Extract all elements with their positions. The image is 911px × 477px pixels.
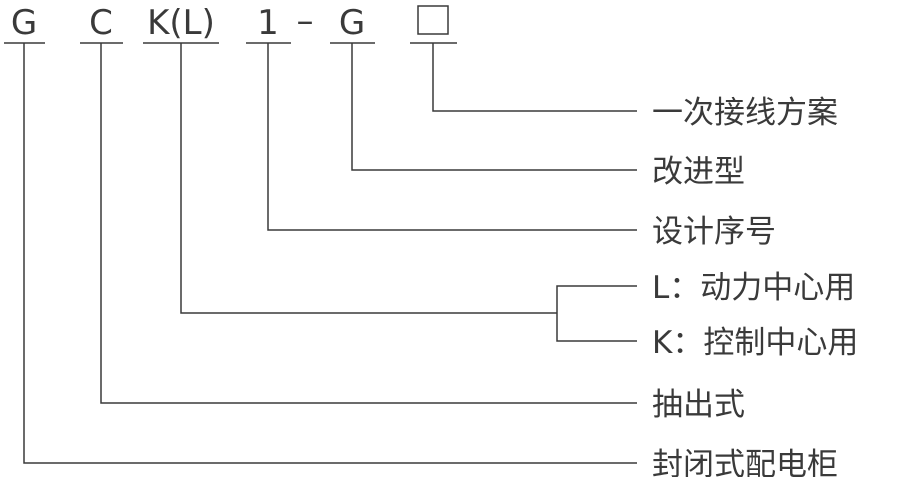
leader-drawout xyxy=(100,43,637,404)
code-dash: – xyxy=(297,1,314,41)
label-improved: 改进型 xyxy=(652,154,745,190)
leader-design-no xyxy=(267,43,637,231)
code-placeholder-box xyxy=(417,5,449,35)
code-kl: K(L) xyxy=(147,3,215,43)
code-g2: G xyxy=(339,3,365,43)
label-k-option: K：控制中心用 xyxy=(652,325,858,361)
label-l-option: L：动力中心用 xyxy=(652,270,855,306)
leader-improved xyxy=(351,43,637,171)
label-drawout: 抽出式 xyxy=(652,387,745,423)
leader-kl-bracket xyxy=(556,285,637,342)
code-c: C xyxy=(89,3,113,43)
label-design-no: 设计序号 xyxy=(652,214,776,250)
label-scheme: 一次接线方案 xyxy=(652,95,838,131)
leader-scheme xyxy=(432,43,637,112)
leader-enclosed xyxy=(23,43,637,464)
leader-kl xyxy=(180,43,557,314)
code-g1: G xyxy=(11,3,37,43)
label-enclosed: 封闭式配电柜 xyxy=(652,447,838,477)
code-num: 1 xyxy=(257,3,279,43)
